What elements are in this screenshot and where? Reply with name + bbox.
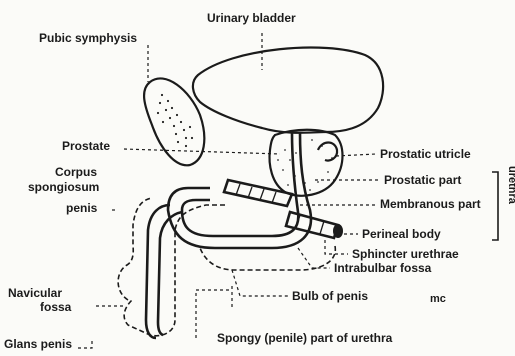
- label-corpus-spongiosum-2: spongiosum: [28, 180, 99, 194]
- label-perineal-body: Perineal body: [362, 227, 441, 241]
- label-membranous-part: Membranous part: [380, 197, 481, 211]
- label-corpus-spongiosum-1: Corpus: [55, 165, 97, 179]
- membranous-bar-shape: [224, 180, 292, 206]
- signature-mc: mc: [430, 293, 446, 305]
- leader-glans-penis: [78, 338, 92, 348]
- label-prostatic-part: Prostatic part: [384, 173, 461, 187]
- label-navicular-fossa-1: Navicular: [8, 286, 62, 300]
- label-pubic-symphysis: Pubic symphysis: [39, 31, 137, 45]
- pubic-symphysis-shape: [144, 78, 204, 165]
- urinary-bladder-shape: [193, 48, 383, 133]
- perineal-bar-shape: [286, 212, 343, 238]
- label-bulb-of-penis: Bulb of penis: [292, 289, 368, 303]
- leader-bulb-of-penis: [232, 270, 288, 296]
- leader-sphincter-urethrae: [325, 240, 348, 254]
- urethra-bracket: [492, 172, 498, 240]
- prostate-shape: [270, 130, 343, 196]
- leader-intrabulbar-fossa: [298, 248, 330, 268]
- label-glans-penis: Glans penis: [4, 337, 72, 351]
- label-sphincter-urethrae: Sphincter urethrae: [352, 247, 459, 261]
- label-urinary-bladder: Urinary bladder: [207, 11, 296, 25]
- label-corpus-spongiosum-3: penis: [66, 201, 98, 215]
- label-prostatic-utricle: Prostatic utricle: [380, 147, 471, 161]
- urethra-path-shape: [146, 133, 311, 338]
- label-navicular-fossa-2: fossa: [40, 300, 72, 314]
- label-intrabulbar-fossa: Intrabulbar fossa: [334, 261, 432, 275]
- label-prostate: Prostate: [62, 139, 110, 153]
- label-urethra: urethra: [506, 166, 515, 205]
- label-spongy-part: Spongy (penile) part of urethra: [217, 331, 393, 345]
